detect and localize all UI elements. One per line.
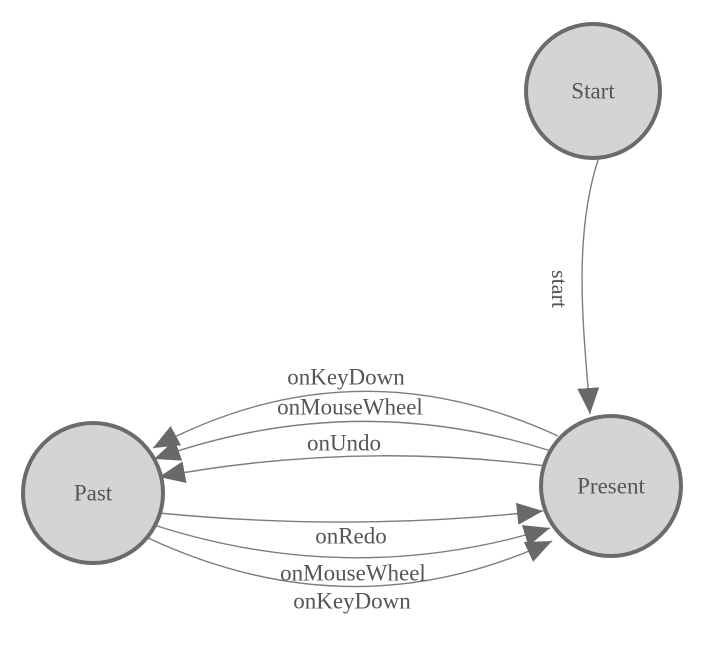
edge-label-onredo: onRedo: [315, 523, 387, 549]
edge-onmousewheel-to-present: [153, 524, 551, 559]
edge-onmousewheel-to-past: [153, 420, 552, 461]
edge-onredo-to-present: [158, 502, 544, 525]
edge-label-start: start: [547, 270, 572, 308]
edge-label-onmousewheel-top: onMouseWheel: [277, 394, 423, 420]
edge-label-onkeydown-top: onKeyDown: [287, 364, 405, 390]
node-label-present: Present: [577, 473, 645, 499]
edge-label-onundo: onUndo: [306, 430, 382, 456]
edge-onkeydown-to-present: [145, 536, 553, 588]
edge-onundo-to-past: [158, 455, 547, 484]
edge-start-to-present: [577, 156, 600, 415]
node-label-past: Past: [73, 480, 113, 506]
node-present[interactable]: [539, 414, 683, 558]
node-start[interactable]: [524, 22, 662, 160]
node-label-start: Start: [571, 78, 615, 104]
node-past[interactable]: [21, 421, 165, 565]
edge-label-onmousewheel-bottom: onMouseWheel: [280, 560, 426, 586]
edge-label-onkeydown-bottom: onKeyDown: [293, 588, 411, 614]
edge-onkeydown-to-past: [152, 390, 559, 449]
